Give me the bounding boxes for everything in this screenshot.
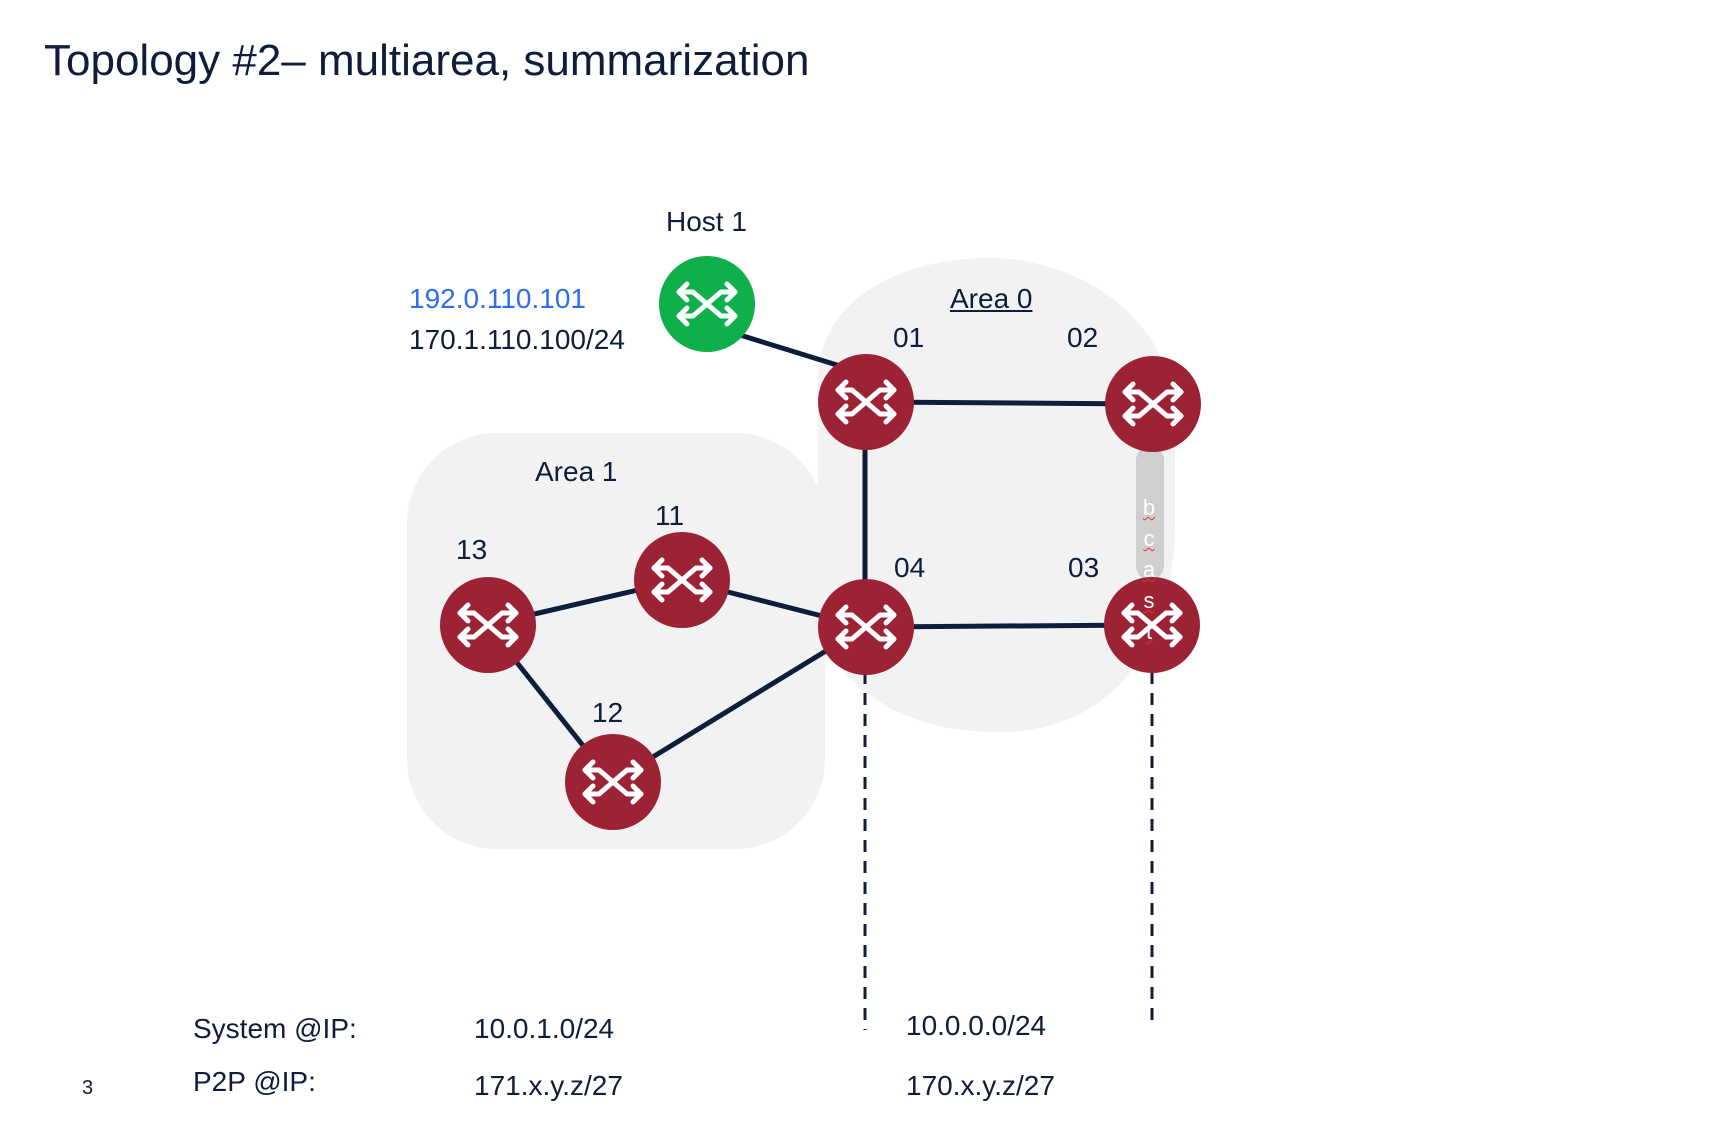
broadcast-letter: t (1145, 619, 1153, 644)
area-1-label: Area 1 (535, 456, 618, 487)
broadcast-letter: c (1143, 526, 1155, 551)
broadcast-letter: b (1142, 495, 1156, 520)
broadcast-segment (1136, 446, 1164, 580)
broadcast-letter: s (1143, 588, 1155, 613)
page-number: 3 (82, 1077, 94, 1099)
host-ip-blue: 192.0.110.101 (409, 283, 586, 314)
router-13[interactable] (440, 577, 536, 673)
area1-p2p-ip: 171.x.y.z/27 (474, 1070, 623, 1101)
router-03[interactable] (1104, 577, 1200, 673)
broadcast-label: b c a s t (1136, 492, 1162, 647)
area-1-region (407, 433, 825, 849)
area0-system-ip: 10.0.0.0/24 (906, 1010, 1047, 1041)
router-01[interactable] (818, 354, 914, 450)
router-11-label: 11 (655, 500, 685, 531)
page-title: Topology #2– multiarea, summarization (44, 36, 810, 85)
area1-system-ip: 10.0.1.0/24 (474, 1013, 615, 1044)
broadcast-letter: a (1142, 557, 1156, 582)
router-01-label: 01 (893, 322, 925, 353)
router-02-label: 02 (1067, 322, 1099, 353)
host-1-label: Host 1 (666, 206, 747, 237)
host-ip-subnet: 170.1.110.100/24 (409, 324, 625, 355)
router-11[interactable] (634, 532, 730, 628)
router-12[interactable] (565, 734, 661, 830)
p2p-ip-label: P2P @IP: (193, 1066, 316, 1097)
router-04-label: 04 (894, 552, 926, 583)
system-ip-label: System @IP: (193, 1013, 357, 1044)
host-1-node[interactable] (659, 256, 755, 352)
router-12-label: 12 (592, 697, 624, 728)
area-0-label: Area 0 (950, 283, 1033, 314)
router-02[interactable] (1105, 356, 1201, 452)
router-03-label: 03 (1068, 552, 1100, 583)
router-13-label: 13 (456, 534, 488, 565)
router-04[interactable] (818, 579, 914, 675)
link-r12-r04 (610, 624, 867, 785)
area0-p2p-ip: 170.x.y.z/27 (906, 1070, 1055, 1101)
